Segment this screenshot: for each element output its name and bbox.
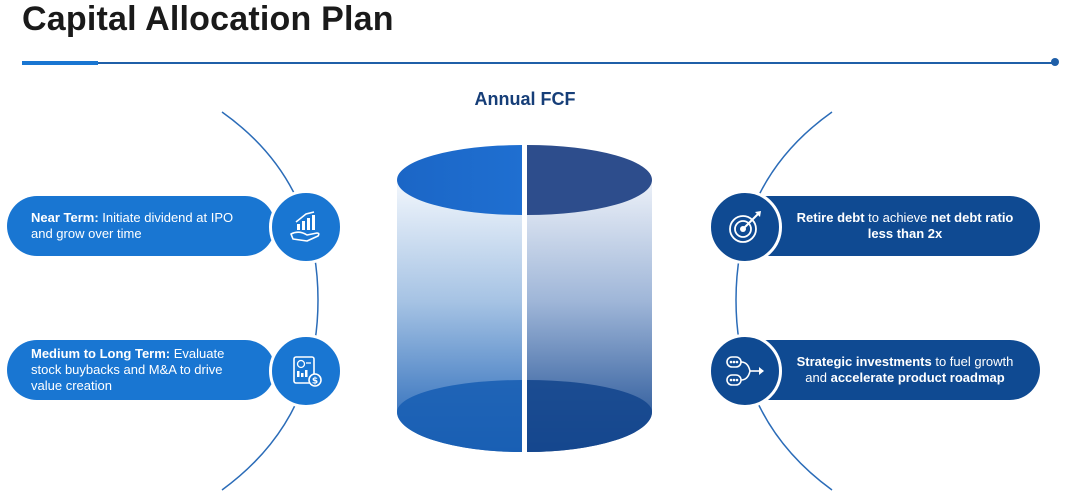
title-divider-accent (22, 61, 98, 65)
title-divider-end-dot (1051, 58, 1059, 66)
svg-text:$: $ (312, 377, 318, 387)
medium-long-term-pill: Medium to Long Term: Evaluate stock buyb… (7, 340, 275, 400)
strategic-investments-target: accelerate product roadmap (830, 370, 1005, 385)
annual-fcf-label: Annual FCF (474, 89, 576, 109)
growth-chart-hand-icon (269, 190, 343, 264)
near-term-heading: Near Term: (31, 210, 99, 225)
retire-debt-text: to achieve (864, 210, 932, 225)
near-term-pill: Near Term: Initiate dividend at IPO and … (7, 196, 275, 256)
merge-flow-icon (708, 334, 782, 408)
page-title: Capital Allocation Plan (22, 0, 394, 38)
retire-debt-target: net debt ratio less than 2x (867, 210, 1014, 241)
title-divider (22, 62, 1056, 64)
strategic-investments-heading: Strategic investments (796, 354, 932, 369)
near-term-text: Initiate dividend at IPO and grow over t… (31, 210, 234, 241)
medium-long-term-heading: Medium to Long Term: (31, 346, 171, 361)
strategic-investments-pill: Strategic investments to fuel growth and… (738, 340, 1040, 400)
cylinder-top-left (397, 145, 522, 215)
retire-debt-pill: Retire debt to achieve net debt ratio le… (738, 196, 1040, 256)
document-dollar-icon: $ (269, 334, 343, 408)
medium-long-term-text: Evaluate stock buybacks and M&A to drive… (31, 346, 225, 393)
retire-debt-heading: Retire debt (796, 210, 865, 225)
strategic-investments-text: to fuel growth and (805, 354, 1014, 385)
cylinder-top-right (527, 145, 652, 215)
target-arrow-icon (708, 190, 782, 264)
